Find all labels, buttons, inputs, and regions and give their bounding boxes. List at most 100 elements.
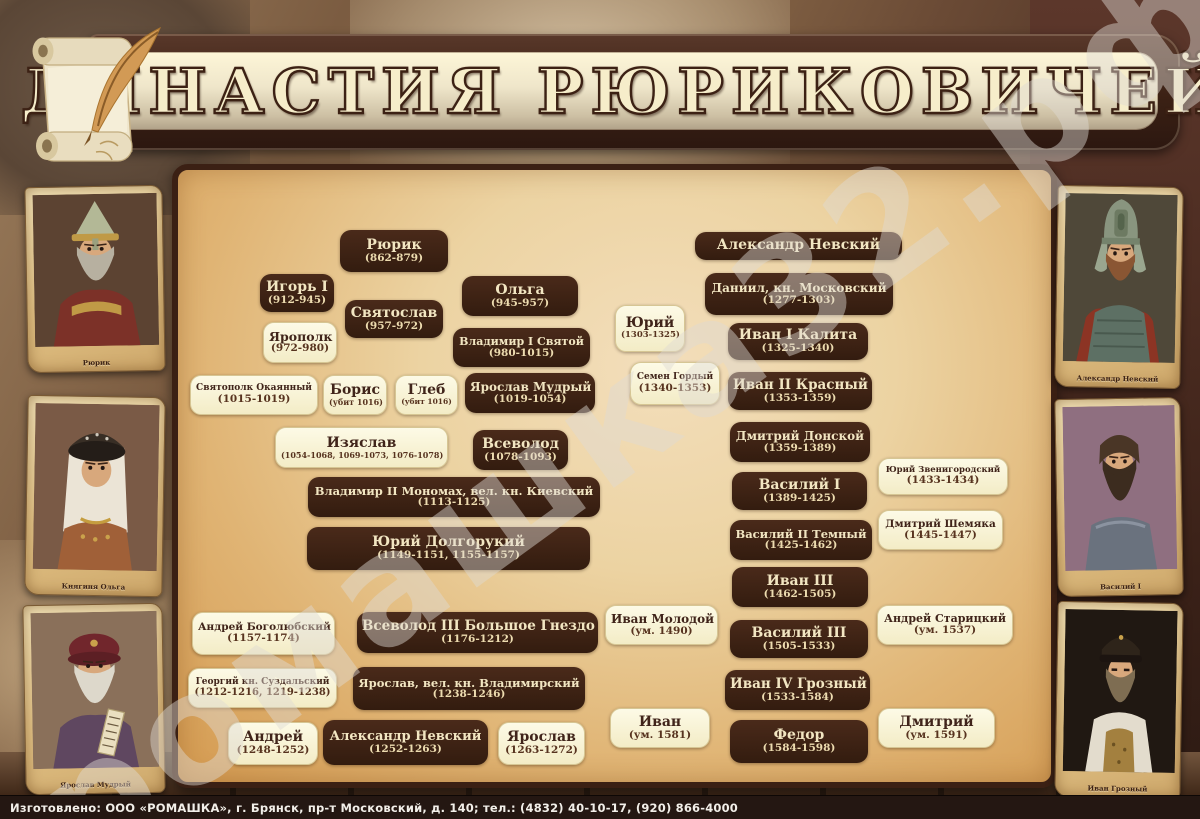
person-dates: (1248-1252) [236,744,310,757]
tree-node-izyaslav: Изяслав(1054-1068, 1069-1073, 1076-1078) [275,427,448,468]
tree-node-ivan1: Иван I Калита(1325-1340) [728,323,868,360]
person-name: Андрей [242,729,304,746]
person-dates: (1505-1533) [762,639,836,652]
person-dates: (1462-1505) [763,587,837,600]
person-name: Александр Невский [329,728,482,744]
tree-node-yaroslavv: Ярослав, вел. кн. Владимирский(1238-1246… [353,667,585,710]
portrait-label: Рюрик [82,357,111,368]
portrait-label: Иван Грозный [1087,783,1148,794]
person-dates: (1113-1125) [417,496,491,509]
person-dates: (1433-1434) [906,474,980,487]
person-name: Рюрик [366,236,422,253]
person-dates: (912-945) [267,293,327,306]
tree-node-andreyst: Андрей Старицкий(ум. 1537) [877,605,1013,645]
tree-node-ivan5: Иван(ум. 1581) [610,708,710,748]
tree-node-ivanmol: Иван Молодой(ум. 1490) [605,605,718,645]
portrait-label: Ярослав Мудрый [60,779,131,790]
person-name: Изяслав [326,434,397,451]
yaroslav-mudry-portrait-icon [30,610,160,770]
title-banner: ДИНАСТИЯ РЮРИКОВИЧЕЙ [20,34,1200,150]
portrait-card-yaroslav-mudry: Ярослав Мудрый [22,602,166,796]
portrait-card-olga: Княгиня Ольга [24,394,166,598]
person-name: Глеб [407,382,446,399]
person-dates: (1353-1359) [763,391,837,404]
tree-node-vsevolod3: Всеволод III Большое Гнездо(1176-1212) [357,612,598,653]
tree-node-daniil: Даниил, кн. Московский(1277-1303) [705,273,893,315]
person-name: Иван III [766,572,834,589]
tree-node-andrey2: Андрей(1248-1252) [228,722,318,765]
tree-node-vladimir2: Владимир II Мономах, вел. кн. Киевский(1… [308,477,600,517]
person-name: Ярослав, вел. кн. Владимирский [358,675,580,690]
portrait-card-rurik: Рюрик [24,184,166,374]
person-dates: (1015-1019) [217,393,291,406]
person-name: Юрий Звенигородский [885,465,1001,476]
person-dates: (1019-1054) [493,392,567,405]
person-name: Ярослав Мудрый [470,379,592,394]
tree-node-igor: Игорь I(912-945) [260,274,334,312]
tree-node-ivan4: Иван IV Грозный(1533-1584) [725,670,870,710]
tree-node-vladimir1: Владимир I Святой(980-1015) [453,328,590,367]
tree-node-yaroslavm: Ярослав Мудрый(1019-1054) [465,373,595,413]
portrait-card-alexander-nevsky: Александр Невский [1054,184,1184,390]
person-name: Василий III [751,624,847,641]
tree-node-nevsky2: Александр Невский(1252-1263) [323,720,488,765]
tree-node-yaropolk: Ярополк(972-980) [263,322,337,363]
tree-node-yuriy: Юрий(1303-1325) [615,305,685,352]
person-dates: (1325-1340) [761,342,835,355]
person-name: Андрей Боголюбский [198,621,331,634]
person-dates: (убит 1016) [401,397,452,407]
person-dates: (1445-1447) [904,528,977,541]
portrait-label: Княгиня Ольга [61,581,126,592]
person-name: Иван [638,713,682,730]
person-dates: (972-980) [270,342,330,355]
person-dates: (ум. 1490) [630,624,693,637]
person-name: Юрий Долгорукий [372,534,525,551]
person-name: Иван II Красный [733,376,868,393]
vasily-1-portrait-icon [1062,405,1178,571]
person-name: Святослав [350,304,438,321]
manufacturer-info: Изготовлено: ООО «РОМАШКА», г. Брянск, п… [10,801,739,815]
person-name: Ольга [495,281,545,298]
person-dates: (1078-1093) [484,450,557,463]
person-name: Дмитрий Шемяка [885,517,996,530]
person-dates: (1263-1272) [505,744,578,757]
person-name: Александр Невский [716,237,881,254]
tree-node-svyatopolk: Святополк Окаянный(1015-1019) [190,375,318,415]
tree-node-fedor: Федор(1584-1598) [730,720,868,763]
person-dates: (945-957) [490,296,550,309]
person-name: Федор [773,727,825,744]
person-dates: (1212-1216, 1219-1238) [194,687,331,699]
tree-node-yaroslav2: Ярослав(1263-1272) [498,722,585,765]
person-dates: (1149-1151, 1155-1157) [377,549,520,562]
person-name: Всеволод [482,435,559,452]
portrait-label: Александр Невский [1076,373,1159,384]
person-name: Всеволод III Большое Гнездо [362,618,595,635]
person-name: Юрий [625,315,675,332]
person-dates: (1303-1325) [621,330,680,341]
tree-node-dmitry2: Дмитрий(ум. 1591) [878,708,995,748]
rurik-portrait-icon [32,192,160,348]
ivan-grozny-portrait-icon [1062,609,1178,773]
person-dates: (1054-1068, 1069-1073, 1076-1078) [281,449,444,460]
tree-node-boris: Борис(убит 1016) [323,375,387,415]
person-dates: (ум. 1581) [628,728,692,741]
person-dates: (1277-1303) [762,293,836,306]
tree-node-yuriyz: Юрий Звенигородский(1433-1434) [878,458,1008,495]
title-banner-inner: ДИНАСТИЯ РЮРИКОВИЧЕЙ [20,52,1200,130]
person-dates: (1340-1353) [638,381,712,394]
person-name: Василий I [758,476,841,493]
person-dates: (1533-1584) [761,690,834,703]
person-name: Василий II Темный [735,527,867,542]
portrait-card-vasily-1: Василий I [1054,396,1184,598]
person-name: Андрей Старицкий [884,612,1006,626]
person-dates: (980-1015) [488,346,555,359]
scroll-quill-icon [32,26,161,162]
tree-node-nevsky1: Александр Невский [695,232,902,260]
person-dates: (1425-1462) [764,539,838,552]
tree-node-olga: Ольга(945-957) [462,276,578,316]
tree-node-georgiy: Георгий кн. Суздальский(1212-1216, 1219-… [188,668,337,708]
person-name: Игорь I [266,278,328,295]
person-name: Ярослав [507,729,576,746]
person-dates: (1252-1263) [369,742,442,755]
person-dates: (ум. 1591) [905,728,968,741]
